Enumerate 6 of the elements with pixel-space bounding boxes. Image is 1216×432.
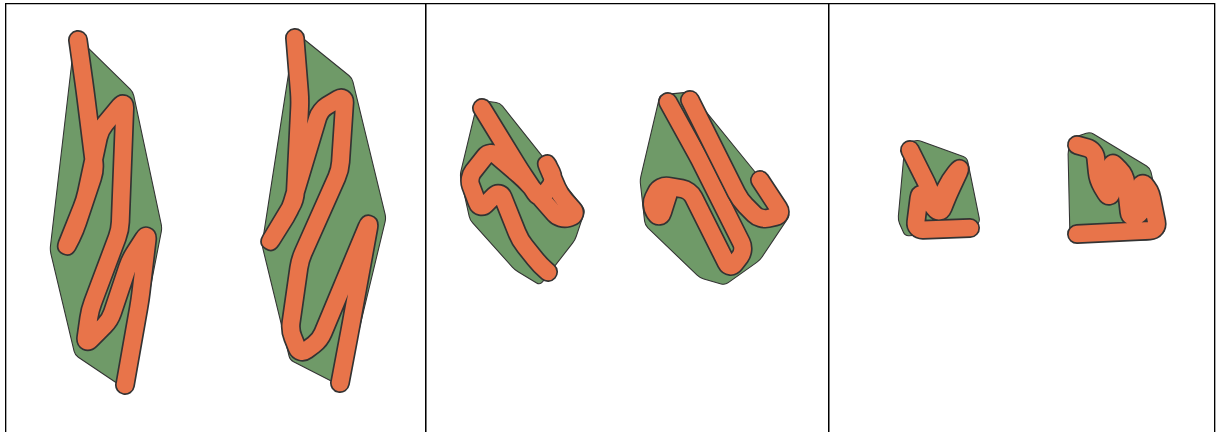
hull-drawing [49,30,163,395]
hull-drawing [639,90,790,285]
hull-drawing [460,98,585,285]
hull-drawing [1067,132,1167,244]
hull-drawing [260,28,386,393]
hull-drawing [897,140,980,240]
